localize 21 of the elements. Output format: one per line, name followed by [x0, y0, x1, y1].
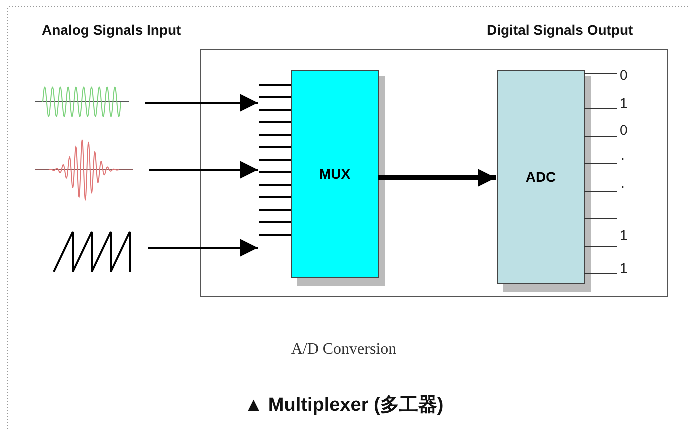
- arrow: [148, 239, 258, 257]
- figure-caption: ▲ Multiplexer (多工器): [243, 394, 445, 418]
- block-label: MUX: [319, 166, 351, 182]
- output-bit: .: [621, 175, 625, 191]
- block-label: ADC: [526, 169, 556, 185]
- input-heading: Analog Signals Input: [42, 22, 182, 38]
- output-heading: Digital Signals Output: [487, 22, 634, 38]
- output-bit: .: [621, 147, 625, 163]
- arrow: [145, 94, 258, 112]
- output-bit: 0: [620, 67, 628, 83]
- arrow: [149, 161, 258, 179]
- output-bit: 1: [620, 260, 628, 276]
- output-bit: 0: [620, 122, 628, 138]
- arrow: [378, 169, 496, 187]
- sine-wave-drawing: [35, 84, 129, 120]
- frame-caption: A/D Conversion: [290, 341, 398, 359]
- output-bit: 1: [620, 227, 628, 243]
- sawtooth-wave-drawing: [52, 230, 132, 274]
- modulated-wave-drawing: [35, 138, 133, 202]
- conversion-frame: [200, 49, 668, 297]
- output-bit: 1: [620, 95, 628, 111]
